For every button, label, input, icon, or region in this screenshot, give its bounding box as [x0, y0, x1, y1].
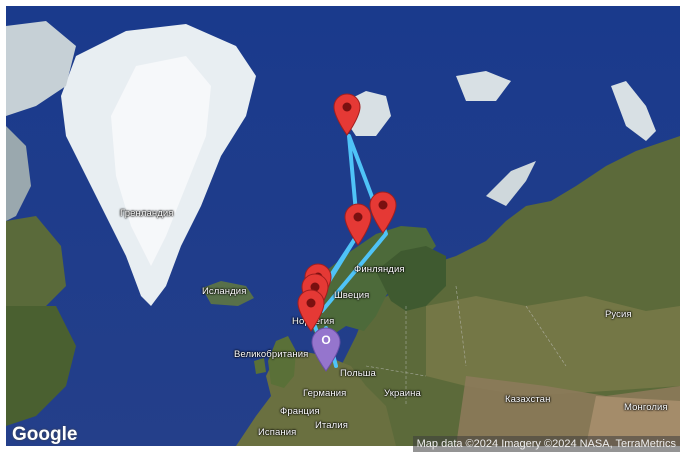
- port-marker-bergen[interactable]: [296, 288, 326, 332]
- label-ukraine: Украина: [384, 388, 421, 399]
- label-kazakhstan: Казахстан: [505, 394, 551, 405]
- uk-land: [268, 336, 296, 388]
- label-iceland: Исландия: [202, 286, 247, 297]
- label-greenland: Гренландия: [120, 208, 174, 219]
- origin-marker-label: O: [321, 333, 331, 347]
- label-france: Франция: [280, 406, 320, 417]
- port-marker-honningsvag[interactable]: [368, 190, 398, 234]
- map-attribution[interactable]: Map data ©2024 Imagery ©2024 NASA, Terra…: [412, 436, 680, 452]
- label-finland: Финляндия: [354, 264, 405, 275]
- label-spain: Испания: [258, 427, 297, 438]
- label-poland: Польша: [340, 368, 376, 379]
- label-italy: Италия: [315, 420, 348, 431]
- origin-marker[interactable]: [310, 326, 342, 372]
- label-russia: Русия: [605, 309, 632, 320]
- label-mongolia: Монголия: [624, 402, 668, 413]
- port-marker-tromso[interactable]: [343, 202, 373, 246]
- google-logo[interactable]: Google: [12, 424, 78, 445]
- label-sweden: Швеция: [334, 290, 370, 301]
- label-germany: Германия: [303, 388, 347, 399]
- label-uk: Великобритания: [234, 349, 309, 360]
- satellite-map[interactable]: [6, 6, 680, 446]
- iceland-land: [202, 281, 254, 306]
- port-marker-svalbard[interactable]: [332, 92, 362, 136]
